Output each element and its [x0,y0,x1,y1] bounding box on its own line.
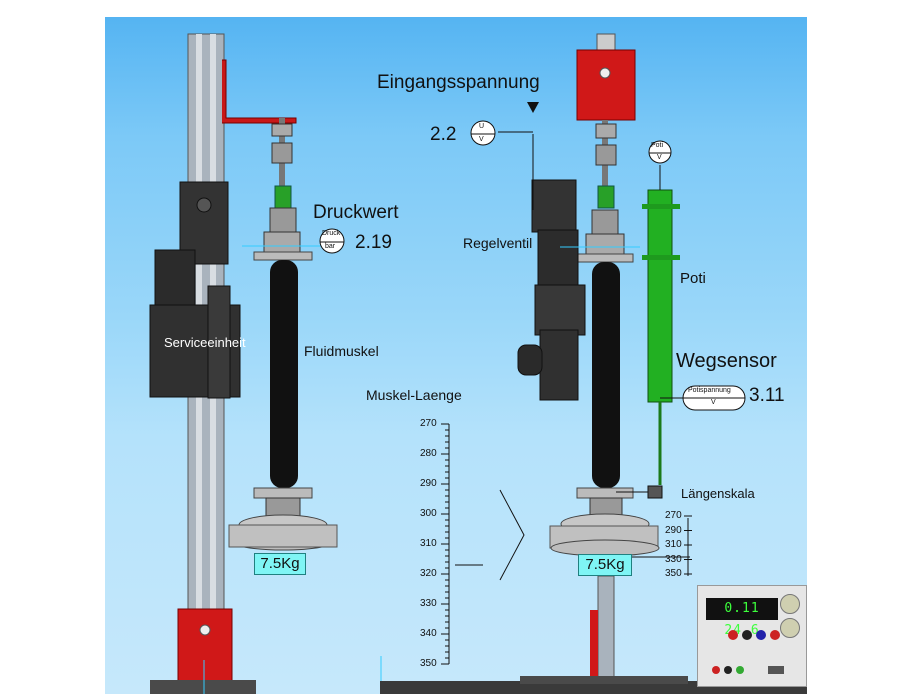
small-scale-tick-label: 270 [665,510,682,521]
serviceeinheit-label: Serviceeinheit [164,335,246,350]
scale-tick-label: 300 [420,508,437,519]
small-scale-tick-label: 290 [665,524,682,536]
weight-label-right: 7.5Kg [578,554,632,576]
wegsensor-title: Wegsensor [676,350,777,372]
eingangsspannung-value: 2.2 [430,124,457,145]
left-floor-plate [150,680,256,694]
scale-tick-label: 340 [420,628,437,639]
eingang-gauge-top: U [479,123,485,130]
muskel-laenge-label: Muskel-Laenge [366,387,462,403]
fluidmuskel-label: Fluidmuskel [304,343,379,359]
druck-gauge-top: Druck [322,230,341,237]
scale-tick-label: 350 [420,658,437,669]
scale-tick-label: 280 [420,448,437,459]
poti-label: Poti [680,270,706,287]
terminal-black-1[interactable] [742,630,752,640]
scale-tick-label: 310 [420,538,437,549]
small-scale-tick-label: 330 [665,553,682,565]
druck-gauge-bottom: bar [325,243,336,250]
left-base-block [177,608,233,682]
scale-tick-label: 290 [420,478,437,489]
small-scale-tick-label: 310 [665,539,682,550]
power-supply: 0.11 24.6 [697,585,807,687]
weight-label-left: 7.5Kg [254,553,306,575]
weg-gauge-bottom: V [711,399,716,406]
terminal-red-2[interactable] [770,630,780,640]
power-supply-display: 0.11 24.6 [706,598,778,638]
current-knob[interactable] [780,618,800,638]
eingang-gauge-bottom: V [479,136,484,143]
poti-sensor [647,189,673,403]
terminal-blue[interactable] [756,630,766,640]
regelventil-label: Regelventil [463,235,533,251]
right-top-block [576,49,636,121]
eingangsspannung-title: Eingangsspannung [377,72,540,93]
wegsensor-value: 3.11 [749,385,785,406]
druckwert-title: Druckwert [313,202,399,223]
terminal-red-1[interactable] [728,630,738,640]
druckwert-value: 2.19 [355,232,392,253]
laengenskala-label: Längenskala [681,486,755,501]
small-scale-tick-label: 350 [665,568,682,579]
left-fluid-muscle [270,260,298,488]
right-fluid-muscle [592,262,620,488]
scale-tick-label: 330 [420,598,437,609]
voltage-knob[interactable] [780,594,800,614]
poti-gauge-bottom: V [657,154,662,161]
weg-gauge-top: Potispannung [688,387,731,394]
scale-tick-label: 270 [420,418,437,429]
poti-gauge-top: Poti [651,142,664,149]
scale-tick-label: 320 [420,568,437,579]
power-switch[interactable] [768,666,784,674]
regelventil-block [531,179,577,233]
